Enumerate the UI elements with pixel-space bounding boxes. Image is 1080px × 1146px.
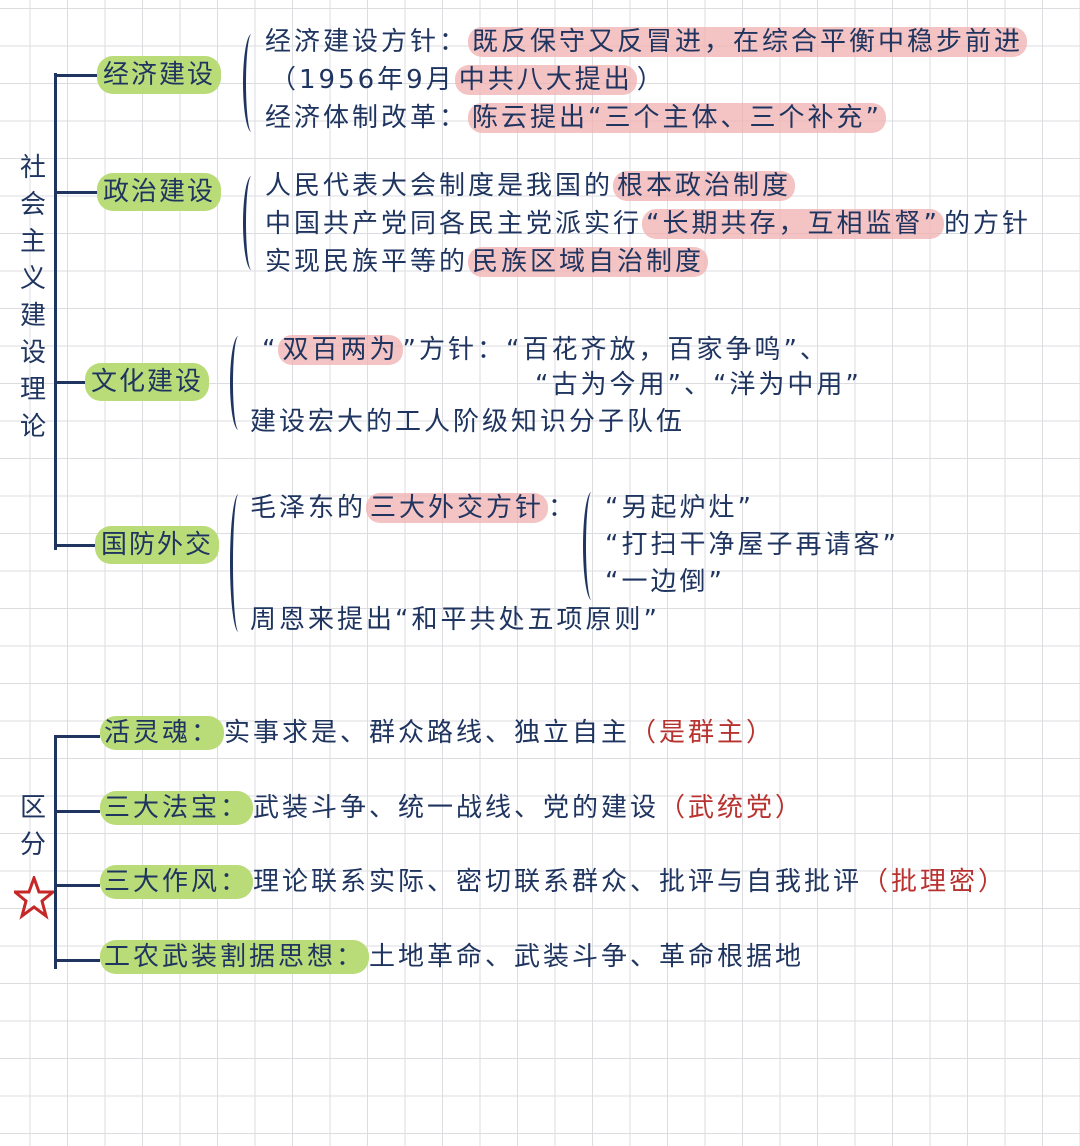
note-line: “双百两为”方针：“百花齐放，百家争鸣”、 bbox=[262, 333, 829, 367]
highlighted-text: 根本政治制度 bbox=[613, 171, 796, 201]
tree-trunk-2 bbox=[54, 735, 57, 969]
brace-bracket bbox=[230, 494, 247, 632]
branch-label: 国防外交 bbox=[95, 526, 220, 564]
branch-connector bbox=[54, 191, 101, 194]
item-text: 理论联系实际、密切联系群众、批评与自我批评 bbox=[253, 867, 863, 897]
note-text: （1956年9月 bbox=[270, 65, 455, 95]
note-text: “一边倒” bbox=[605, 567, 725, 597]
note-line: 建设宏大的工人阶级知识分子队伍 bbox=[250, 405, 685, 439]
brace-bracket bbox=[230, 336, 247, 430]
note-line: 经济建设方针：既反保守又反冒进，在综合平衡中稳步前进 bbox=[265, 25, 1028, 59]
item-label: 工农武装割据思想： bbox=[100, 940, 370, 974]
branch-label: 经济建设 bbox=[97, 56, 222, 94]
note-line: 周恩来提出“和平共处五项原则” bbox=[250, 603, 660, 637]
note-text: 毛泽东的 bbox=[250, 493, 367, 523]
item-label: 三大作风： bbox=[100, 865, 254, 899]
distinction-item: 工农武装割据思想：土地革命、武装斗争、革命根据地 bbox=[100, 940, 804, 974]
note-line: “古为今用”、“洋为中用” bbox=[535, 368, 862, 402]
highlighted-text: 民族区域自治制度 bbox=[468, 247, 709, 277]
item-text: 土地革命、武装斗争、革命根据地 bbox=[369, 942, 805, 972]
highlighted-text: 陈云提出“三个主体、三个补充” bbox=[468, 103, 886, 133]
note-text: 实现民族平等的 bbox=[265, 247, 469, 277]
tree-trunk-1 bbox=[54, 73, 57, 550]
item-connector bbox=[54, 735, 100, 738]
section1-title: 社会主义建设理论 bbox=[19, 153, 46, 442]
note-text: 经济体制改革： bbox=[265, 103, 469, 133]
note-text: 周恩来提出“和平共处五项原则” bbox=[250, 605, 660, 635]
item-connector bbox=[54, 959, 100, 962]
note-text: 经济建设方针： bbox=[265, 27, 469, 57]
item-label: 三大法宝： bbox=[100, 791, 254, 825]
branch-connector bbox=[54, 544, 99, 547]
item-connector bbox=[54, 810, 100, 813]
distinction-item: 三大法宝：武装斗争、统一战线、党的建设（武统党） bbox=[100, 791, 804, 825]
item-mnemonic: （批理密） bbox=[862, 867, 1008, 897]
note-line: 实现民族平等的民族区域自治制度 bbox=[265, 245, 709, 279]
note-text: ”方针：“百花齐放，百家争鸣”、 bbox=[402, 335, 829, 365]
branch-connector bbox=[54, 381, 89, 384]
distinction-item: 活灵魂：实事求是、群众路线、独立自主（是群主） bbox=[100, 716, 775, 750]
note-text: ） bbox=[636, 65, 666, 95]
note-text: 人民代表大会制度是我国的 bbox=[265, 171, 614, 201]
note-text: ： bbox=[548, 493, 578, 523]
note-text: “古为今用”、“洋为中用” bbox=[535, 370, 862, 400]
brace-bracket bbox=[243, 34, 260, 132]
note-line: 人民代表大会制度是我国的根本政治制度 bbox=[265, 169, 796, 203]
note-line: 经济体制改革：陈云提出“三个主体、三个补充” bbox=[265, 101, 886, 135]
note-text: 建设宏大的工人阶级知识分子队伍 bbox=[250, 407, 686, 437]
note-line: 中国共产党同各民主党派实行“长期共存，互相监督”的方针 bbox=[265, 207, 1031, 241]
item-connector bbox=[54, 884, 100, 887]
branch-connector bbox=[54, 74, 101, 77]
branch-label: 文化建设 bbox=[85, 363, 210, 401]
branch-label: 政治建设 bbox=[97, 173, 222, 211]
highlighted-text: 中共八大提出 bbox=[454, 65, 637, 95]
highlighted-text: 三大外交方针 bbox=[366, 493, 549, 523]
item-mnemonic: （是群主） bbox=[630, 718, 776, 748]
item-text: 武装斗争、统一战线、党的建设 bbox=[253, 793, 660, 823]
item-text: 实事求是、群众路线、独立自主 bbox=[224, 718, 631, 748]
inner-brace-bracket bbox=[583, 492, 600, 600]
note-text: “ bbox=[262, 335, 279, 365]
note-text: 的方针 bbox=[943, 209, 1031, 239]
highlighted-text: “长期共存，互相监督” bbox=[642, 209, 944, 239]
note-line: “打扫干净屋子再请客” bbox=[605, 528, 899, 562]
highlighted-text: 双百两为 bbox=[278, 335, 403, 365]
note-text: “另起炉灶” bbox=[605, 493, 754, 523]
brace-bracket bbox=[243, 176, 260, 270]
note-line: （1956年9月中共八大提出） bbox=[270, 63, 666, 97]
item-label: 活灵魂： bbox=[100, 716, 225, 750]
distinction-item: 三大作风：理论联系实际、密切联系群众、批评与自我批评（批理密） bbox=[100, 865, 1007, 899]
note-text: 中国共产党同各民主党派实行 bbox=[265, 209, 643, 239]
note-line: 毛泽东的三大外交方针： bbox=[250, 491, 577, 525]
section2-title: 区分 bbox=[19, 793, 46, 860]
item-mnemonic: （武统党） bbox=[659, 793, 805, 823]
star-icon bbox=[10, 873, 58, 924]
note-line: “一边倒” bbox=[605, 565, 725, 599]
note-text: “打扫干净屋子再请客” bbox=[605, 530, 899, 560]
note-line: “另起炉灶” bbox=[605, 491, 754, 525]
highlighted-text: 既反保守又反冒进，在综合平衡中稳步前进 bbox=[468, 27, 1028, 57]
